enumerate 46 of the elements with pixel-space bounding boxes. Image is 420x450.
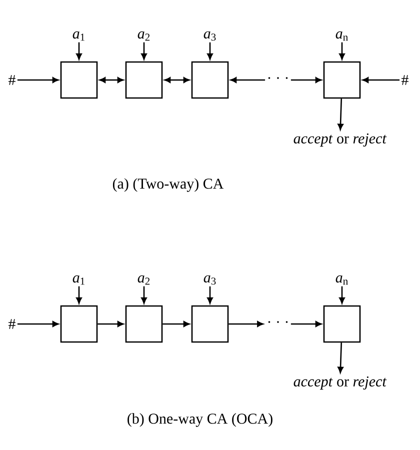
arrow: [141, 42, 147, 60]
cell-box: [191, 305, 229, 343]
node-label: · · ·: [268, 321, 288, 323]
node-label: #: [8, 319, 16, 329]
arrow: [207, 286, 213, 304]
arrow: [17, 321, 59, 327]
node-label: a$_{n}$: [336, 31, 348, 41]
cell-box: [125, 305, 163, 343]
node-label: a$_{3}$: [204, 31, 216, 41]
cell-box: [323, 61, 361, 99]
arrow: [164, 77, 190, 83]
arrow: [338, 98, 344, 130]
node-label: a$_{2}$: [138, 31, 150, 41]
cell-box: [191, 61, 229, 99]
node-label: a$_{2}$: [138, 275, 150, 285]
cell-box: [323, 305, 361, 343]
node-label: accept or reject: [294, 133, 387, 147]
node-label: a$_{3}$: [204, 275, 216, 285]
arrow: [230, 77, 266, 83]
arrow: [290, 321, 322, 327]
arrow: [99, 77, 124, 83]
arrow: [290, 77, 322, 83]
arrow: [362, 77, 400, 83]
caption: (a) (Two-way) CA: [112, 178, 224, 192]
arrow: [339, 42, 345, 60]
node-label: #: [8, 75, 16, 85]
node-label: #: [402, 75, 408, 85]
arrow: [141, 286, 147, 304]
node-label: · · ·: [268, 77, 288, 79]
arrow: [162, 321, 190, 327]
node-label: a$_{1}$: [72, 31, 84, 41]
caption: (b) One-way CA (OCA): [128, 413, 272, 427]
cell-box: [60, 305, 98, 343]
arrow: [17, 77, 59, 83]
node-label: a$_{1}$: [72, 275, 84, 285]
arrow: [76, 42, 82, 60]
arrow: [339, 286, 345, 304]
node-label: accept or reject: [294, 376, 387, 390]
arrow: [76, 286, 82, 304]
arrow: [338, 342, 344, 374]
cell-box: [60, 61, 98, 99]
arrow: [98, 321, 124, 327]
arrow: [207, 42, 213, 60]
arrow: [228, 321, 264, 327]
node-label: a$_{n}$: [336, 275, 348, 285]
cell-box: [125, 61, 163, 99]
